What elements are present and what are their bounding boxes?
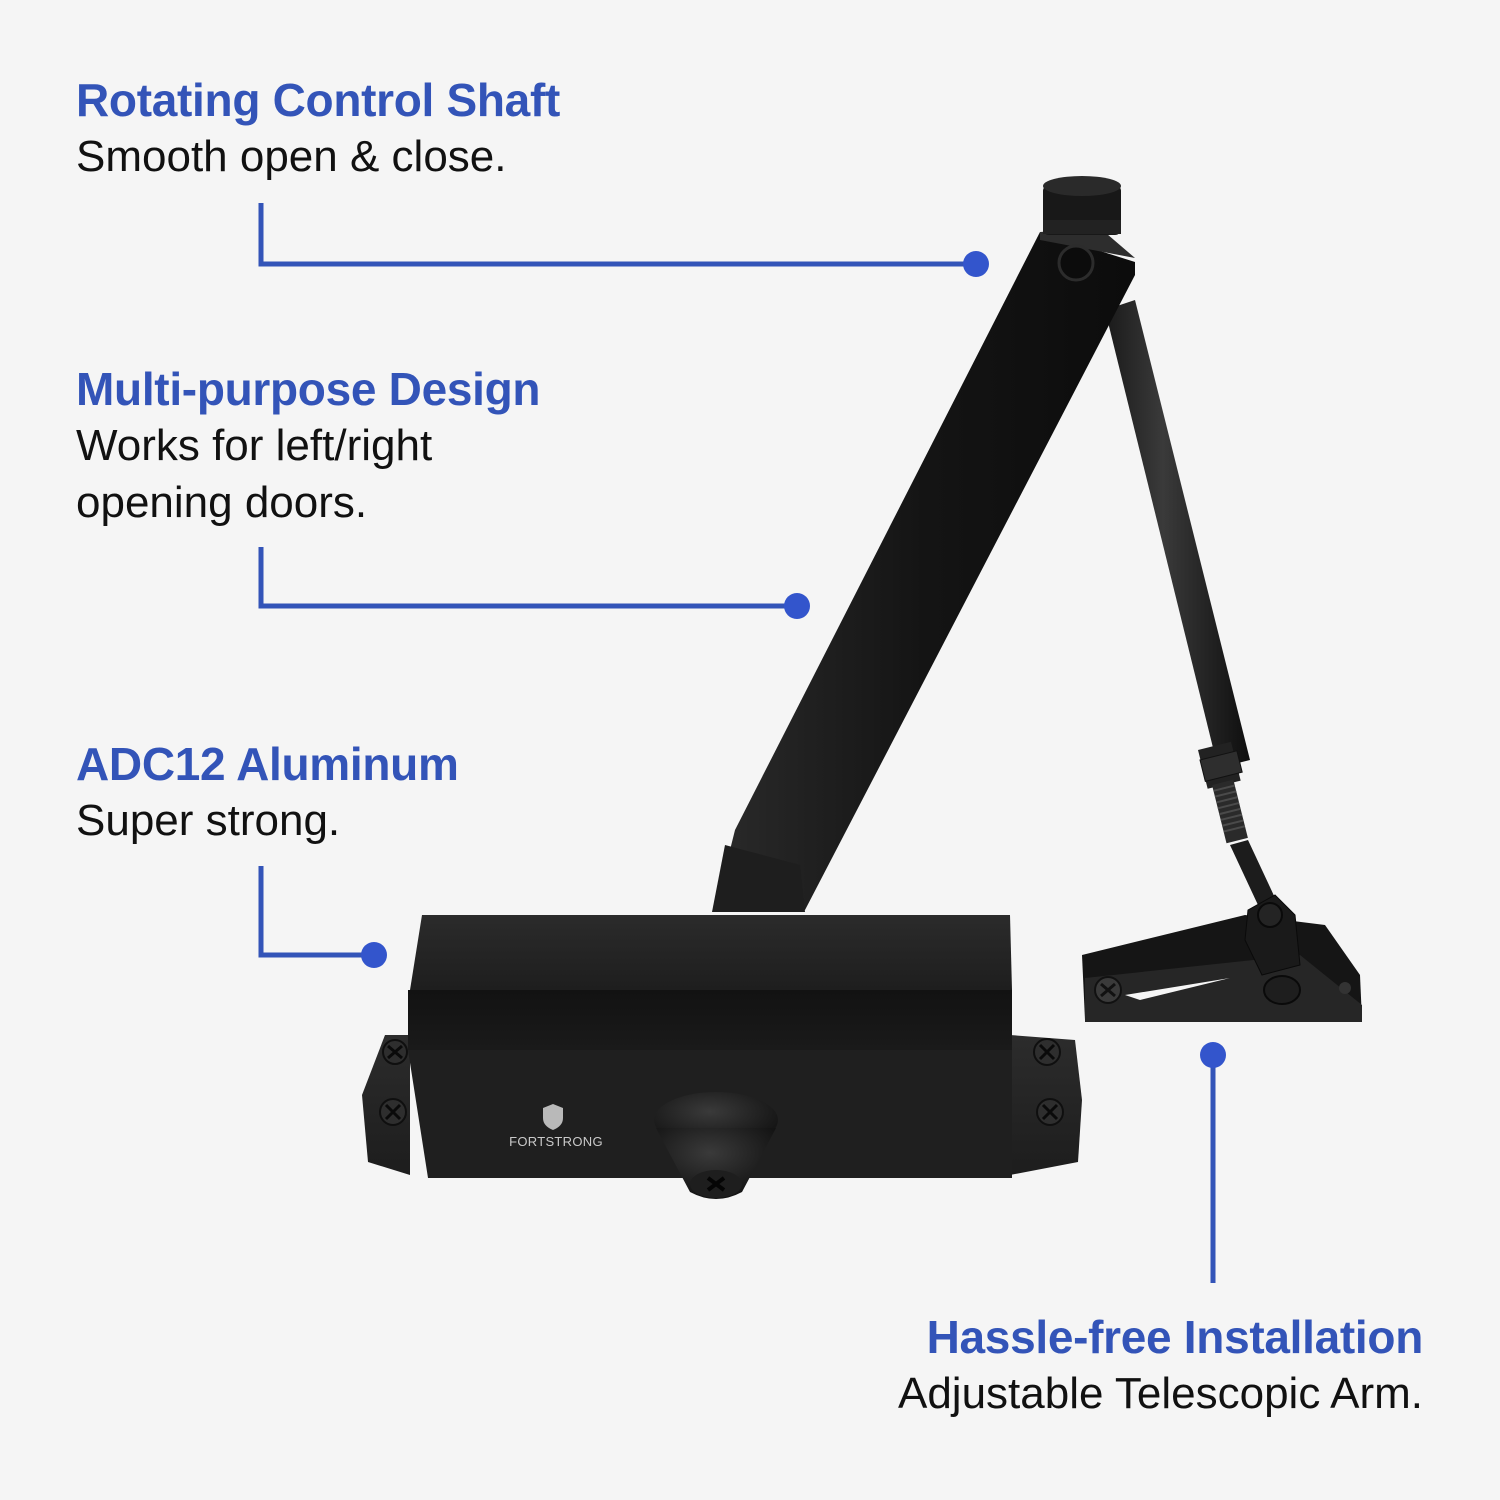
adjustment-knob — [654, 1092, 778, 1199]
feature-multipurpose-design: Multi-purpose Design Works for left/righ… — [76, 361, 541, 531]
feature-hassle-free-installation: Hassle-free Installation Adjustable Tele… — [898, 1309, 1423, 1422]
feature-adc12-aluminum: ADC12 Aluminum Super strong. — [76, 736, 459, 849]
feature-title: Multi-purpose Design — [76, 363, 541, 415]
feature-description: Smooth open & close. — [76, 132, 507, 181]
telescopic-arm — [1105, 300, 1276, 905]
shield-lock-icon — [543, 1104, 563, 1130]
feature-description: Super strong. — [76, 796, 341, 845]
feature-description: Works for left/right opening doors. — [76, 421, 433, 527]
feature-rotating-control-shaft: Rotating Control Shaft Smooth open & clo… — [76, 72, 560, 185]
feature-title: Hassle-free Installation — [926, 1311, 1424, 1363]
rotating-control-shaft — [1043, 176, 1121, 282]
brand-name: FORTSTRONG — [509, 1134, 603, 1149]
main-arm — [712, 176, 1135, 912]
mounting-bracket — [1082, 894, 1362, 1022]
feature-title: Rotating Control Shaft — [76, 74, 560, 126]
feature-title: ADC12 Aluminum — [76, 738, 459, 790]
brand-logo: FORTSTRONG — [509, 1104, 603, 1149]
feature-description: Adjustable Telescopic Arm. — [897, 1369, 1423, 1418]
closer-body: FORTSTRONG — [362, 915, 1082, 1199]
